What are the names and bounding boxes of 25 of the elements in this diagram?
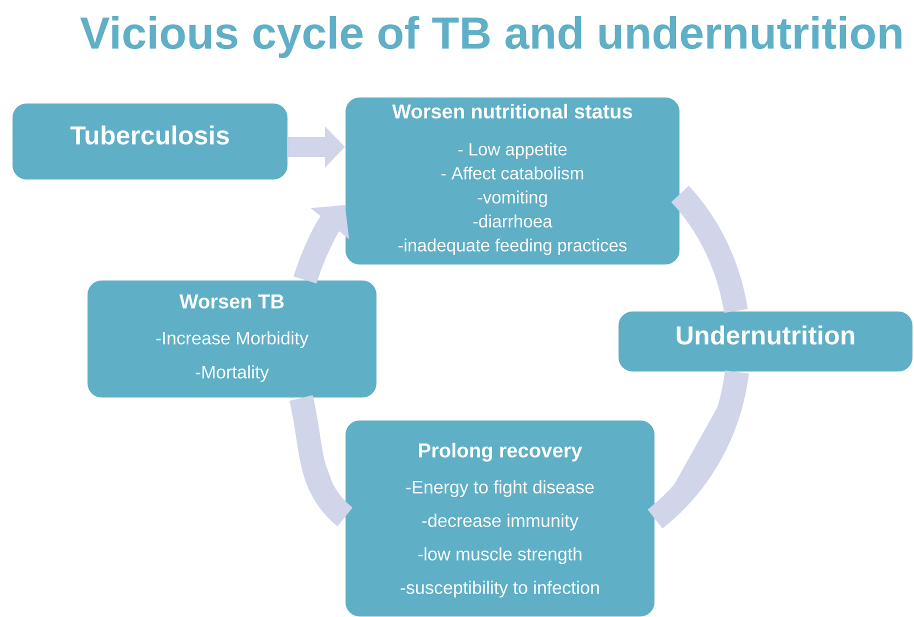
box-heading: Undernutrition — [676, 325, 854, 345]
list-item: -susceptibility to infection — [400, 580, 599, 598]
list-item: -Energy to fight disease — [406, 480, 594, 498]
box-heading: Worsen nutritional status — [392, 104, 632, 118]
cycle-arc — [647, 370, 749, 528]
list-item: - Low appetite — [458, 142, 567, 159]
process-box — [344, 419, 656, 617]
box-heading: Prolong recovery — [419, 442, 582, 462]
box-heading: Tuberculosis — [70, 125, 229, 145]
process-box — [344, 96, 681, 266]
box-heading: Worsen TB — [179, 294, 284, 308]
list-item: - Affect catabolism — [442, 166, 584, 180]
list-item: -low muscle strength — [418, 547, 582, 564]
cycle-arc — [671, 186, 748, 314]
list-item: -vomiting — [478, 190, 547, 207]
list-item: -diarrhoea — [473, 214, 552, 228]
list-item: -decrease immunity — [422, 514, 578, 531]
process-box — [11, 102, 289, 181]
process-box — [617, 310, 914, 373]
list-item: -inadequate feeding practices — [398, 238, 627, 255]
list-item: -Increase Morbidity — [156, 331, 308, 348]
cycle-arc — [289, 395, 354, 526]
title: Vicious cycle of TB and undernutrition — [80, 16, 902, 58]
process-box — [86, 279, 378, 399]
list-item: -Mortality — [196, 365, 269, 382]
